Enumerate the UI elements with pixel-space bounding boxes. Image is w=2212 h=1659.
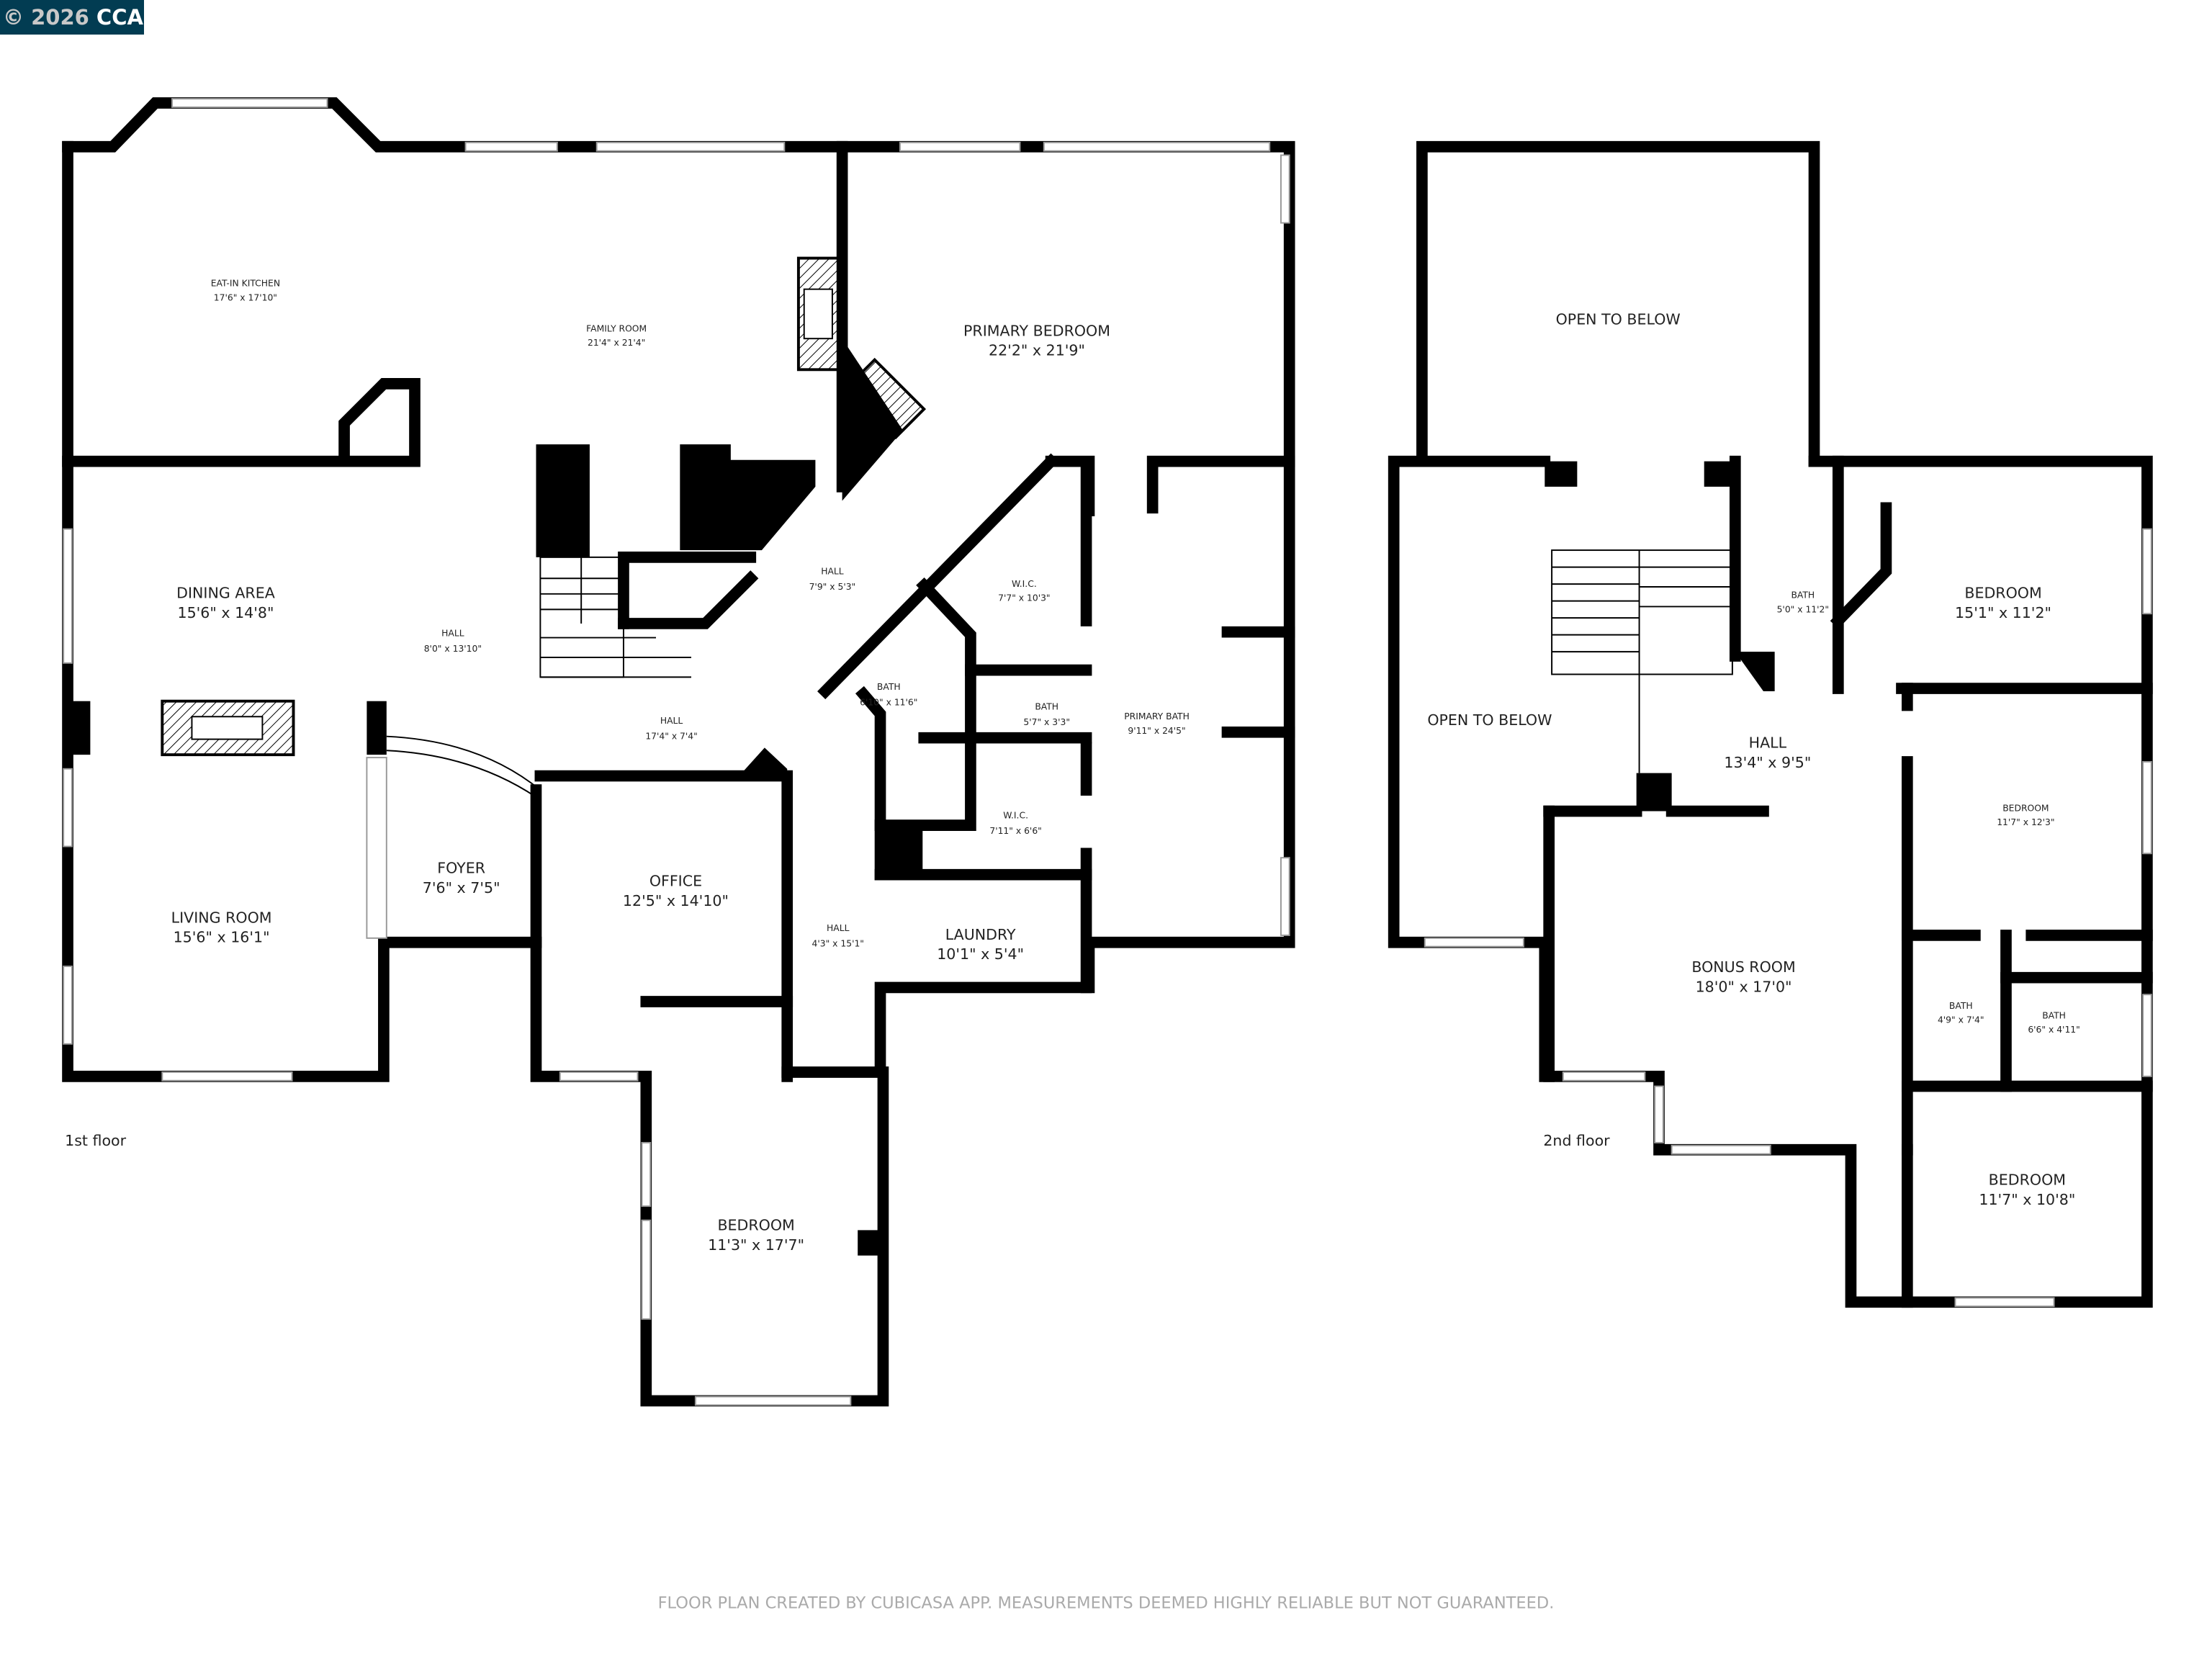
room-name: EAT-IN KITCHEN — [211, 279, 280, 289]
room-size: 17'6" x 17'10" — [214, 292, 277, 302]
room-name: BATH — [877, 682, 901, 692]
second-floor-labels: OPEN TO BELOW OPEN TO BELOW BATH 5'0" x … — [1427, 311, 2080, 1209]
room-name: BEDROOM — [2002, 804, 2049, 814]
room-name: BATH — [2042, 1011, 2066, 1021]
room-size: 15'6" x 16'1" — [174, 929, 270, 946]
room-size: 12'5" x 14'10" — [623, 892, 729, 909]
room-size: 7'6" x 7'5" — [423, 879, 500, 896]
room-name: BEDROOM — [717, 1216, 794, 1233]
watermark-year: © 2026 — [3, 5, 89, 30]
room-name: BATH — [1949, 1001, 1973, 1011]
room-size: 9'11" x 24'5" — [1128, 726, 1185, 736]
room-size: 4'3" x 15'1" — [812, 939, 864, 949]
room-size: 18'0" x 17'0" — [1696, 978, 1792, 995]
room-name: LAUNDRY — [945, 926, 1016, 943]
room-size: 21'4" x 21'4" — [588, 338, 645, 348]
room-size: 4'9" x 7'4" — [1938, 1015, 1984, 1025]
room-name: LIVING ROOM — [171, 909, 272, 926]
footer-disclaimer: FLOOR PLAN CREATED BY CUBICASA APP. MEAS… — [658, 1593, 1555, 1612]
floor-label-2nd: 2nd floor — [1543, 1132, 1610, 1149]
staircase — [539, 556, 713, 678]
room-name: FOYER — [437, 860, 485, 877]
room-size: 15'6" x 14'8" — [177, 604, 274, 621]
watermark-org: CCAR — [96, 5, 160, 30]
room-size: 11'3" x 17'7" — [708, 1236, 804, 1254]
room-size: 11'7" x 12'3" — [1997, 817, 2054, 827]
room-size: 7'11" x 6'6" — [989, 826, 1041, 836]
room-name: HALL — [660, 716, 683, 726]
room-size: 7'9" x 5'3" — [809, 582, 856, 592]
first-floor-windows — [63, 98, 1290, 1406]
room-name: OFFICE — [649, 872, 702, 889]
room-name: W.I.C. — [1003, 810, 1028, 820]
room-name: BEDROOM — [1964, 585, 2041, 602]
room-size: 6'6" x 4'11" — [2028, 1025, 2080, 1035]
room-size: 11'7" x 10'8" — [1979, 1191, 2075, 1208]
room-name: HALL — [1749, 734, 1787, 751]
room-name: OPEN TO BELOW — [1556, 311, 1681, 328]
room-name: HALL — [821, 566, 844, 576]
room-size: 13'4" x 9'5" — [1724, 754, 1811, 771]
first-floor-labels: EAT-IN KITCHEN 17'6" x 17'10" FAMILY ROO… — [65, 279, 1190, 1254]
second-floor-windows — [1424, 528, 2152, 1308]
room-size: 5'0" x 11'2" — [1777, 604, 1829, 614]
room-name: W.I.C. — [1012, 579, 1037, 589]
room-name: HALL — [441, 629, 464, 639]
room-name: DINING AREA — [176, 585, 275, 602]
room-size: 7'7" x 10'3" — [998, 593, 1050, 603]
room-name: FAMILY ROOM — [586, 323, 647, 333]
second-floor-staircase — [1551, 549, 1733, 773]
room-name: PRIMARY BATH — [1124, 711, 1190, 721]
room-name: BATH — [1791, 590, 1815, 601]
room-size: 15'1" x 11'2" — [1955, 604, 2051, 621]
fireplace-primary — [844, 357, 927, 440]
floor-label-1st: 1st floor — [65, 1132, 127, 1149]
room-size: 17'4" x 7'4" — [645, 732, 697, 742]
room-name: PRIMARY BEDROOM — [963, 322, 1110, 339]
room-name: BEDROOM — [1989, 1172, 2066, 1189]
foyer-door-arc — [386, 735, 541, 791]
copyright-watermark: © 2026 CCAR — [0, 0, 159, 35]
room-size: 10'1" x 5'4" — [937, 945, 1024, 963]
room-name: BATH — [1035, 701, 1058, 711]
room-name: BONUS ROOM — [1691, 958, 1795, 976]
room-name: HALL — [827, 923, 850, 933]
room-size: 22'2" x 21'9" — [989, 342, 1085, 359]
room-size: 6'10" x 11'6" — [860, 698, 917, 708]
room-size: 8'0" x 13'10" — [424, 644, 482, 654]
room-name: OPEN TO BELOW — [1427, 711, 1552, 729]
room-size: 5'7" x 3'3" — [1023, 717, 1070, 727]
first-floor-fixtures — [161, 256, 927, 798]
